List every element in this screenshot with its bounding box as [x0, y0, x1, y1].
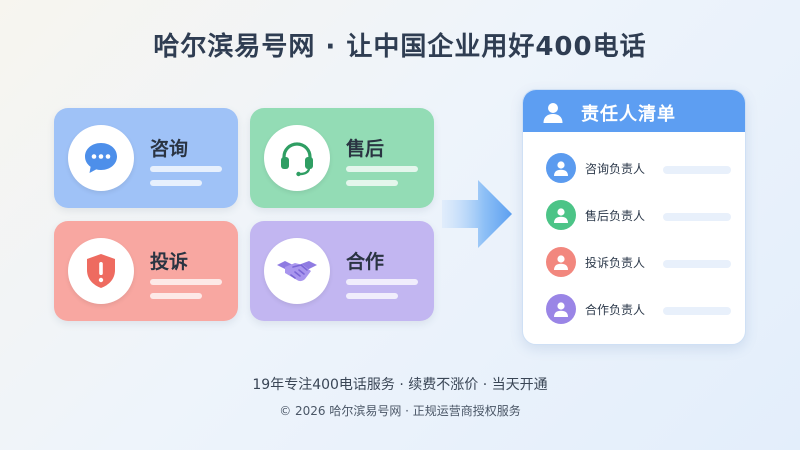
placeholder-line: [346, 180, 398, 186]
headset-icon: [281, 142, 313, 177]
placeholder-line: [663, 260, 731, 268]
placeholder-line: [346, 293, 398, 299]
person-icon: [554, 161, 568, 176]
card-label: 咨询: [150, 138, 189, 160]
list-item-label: 合作负责人: [585, 303, 646, 317]
card-label: 售后: [346, 138, 385, 160]
chat-bubble-icon: [85, 143, 117, 173]
list-item-label: 投诉负责人: [585, 256, 646, 270]
right-arrow-icon: [442, 180, 512, 248]
card-label: 合作: [346, 251, 385, 273]
placeholder-line: [150, 180, 202, 186]
card-consult[interactable]: 咨询: [54, 108, 238, 208]
responsible-list-panel: 责任人清单 咨询负责人 售后负责人 投诉负责人 合作负责人: [522, 89, 746, 345]
person-icon: [554, 302, 568, 317]
avatar: [546, 294, 576, 324]
placeholder-line: [663, 213, 731, 221]
avatar: [546, 247, 576, 277]
card-after-sales[interactable]: 售后: [250, 108, 434, 208]
avatar: [546, 200, 576, 230]
card-icon-circle: [68, 125, 134, 191]
list-item[interactable]: 咨询负责人: [523, 150, 745, 186]
placeholder-line: [346, 166, 418, 172]
list-item[interactable]: 售后负责人: [523, 197, 745, 233]
footer-tagline: 19年专注400电话服务 · 续费不涨价 · 当天开通: [252, 377, 548, 393]
shield-alert-icon: [87, 254, 115, 288]
avatar: [546, 153, 576, 183]
list-item[interactable]: 合作负责人: [523, 291, 745, 327]
panel-title: 责任人清单: [581, 104, 676, 125]
list-item[interactable]: 投诉负责人: [523, 244, 745, 280]
footer-copyright: © 2026 哈尔滨易号网 · 正规运营商授权服务: [279, 404, 521, 418]
card-complaint[interactable]: 投诉: [54, 221, 238, 321]
placeholder-line: [663, 166, 731, 174]
placeholder-line: [150, 279, 222, 285]
list-item-label: 售后负责人: [585, 209, 646, 223]
placeholder-line: [150, 293, 202, 299]
handshake-icon: [277, 261, 317, 282]
page-title: 哈尔滨易号网 · 让中国企业用好400电话: [153, 32, 647, 62]
person-icon: [543, 103, 563, 123]
card-icon-circle: [68, 238, 134, 304]
card-icon-circle: [264, 125, 330, 191]
placeholder-line: [663, 307, 731, 315]
card-cooperation[interactable]: 合作: [250, 221, 434, 321]
placeholder-line: [346, 279, 418, 285]
person-icon: [554, 255, 568, 270]
panel-header: 责任人清单: [523, 90, 745, 132]
list-item-label: 咨询负责人: [585, 162, 646, 176]
placeholder-line: [150, 166, 222, 172]
card-icon-circle: [264, 238, 330, 304]
person-icon: [554, 208, 568, 223]
card-label: 投诉: [150, 251, 189, 273]
